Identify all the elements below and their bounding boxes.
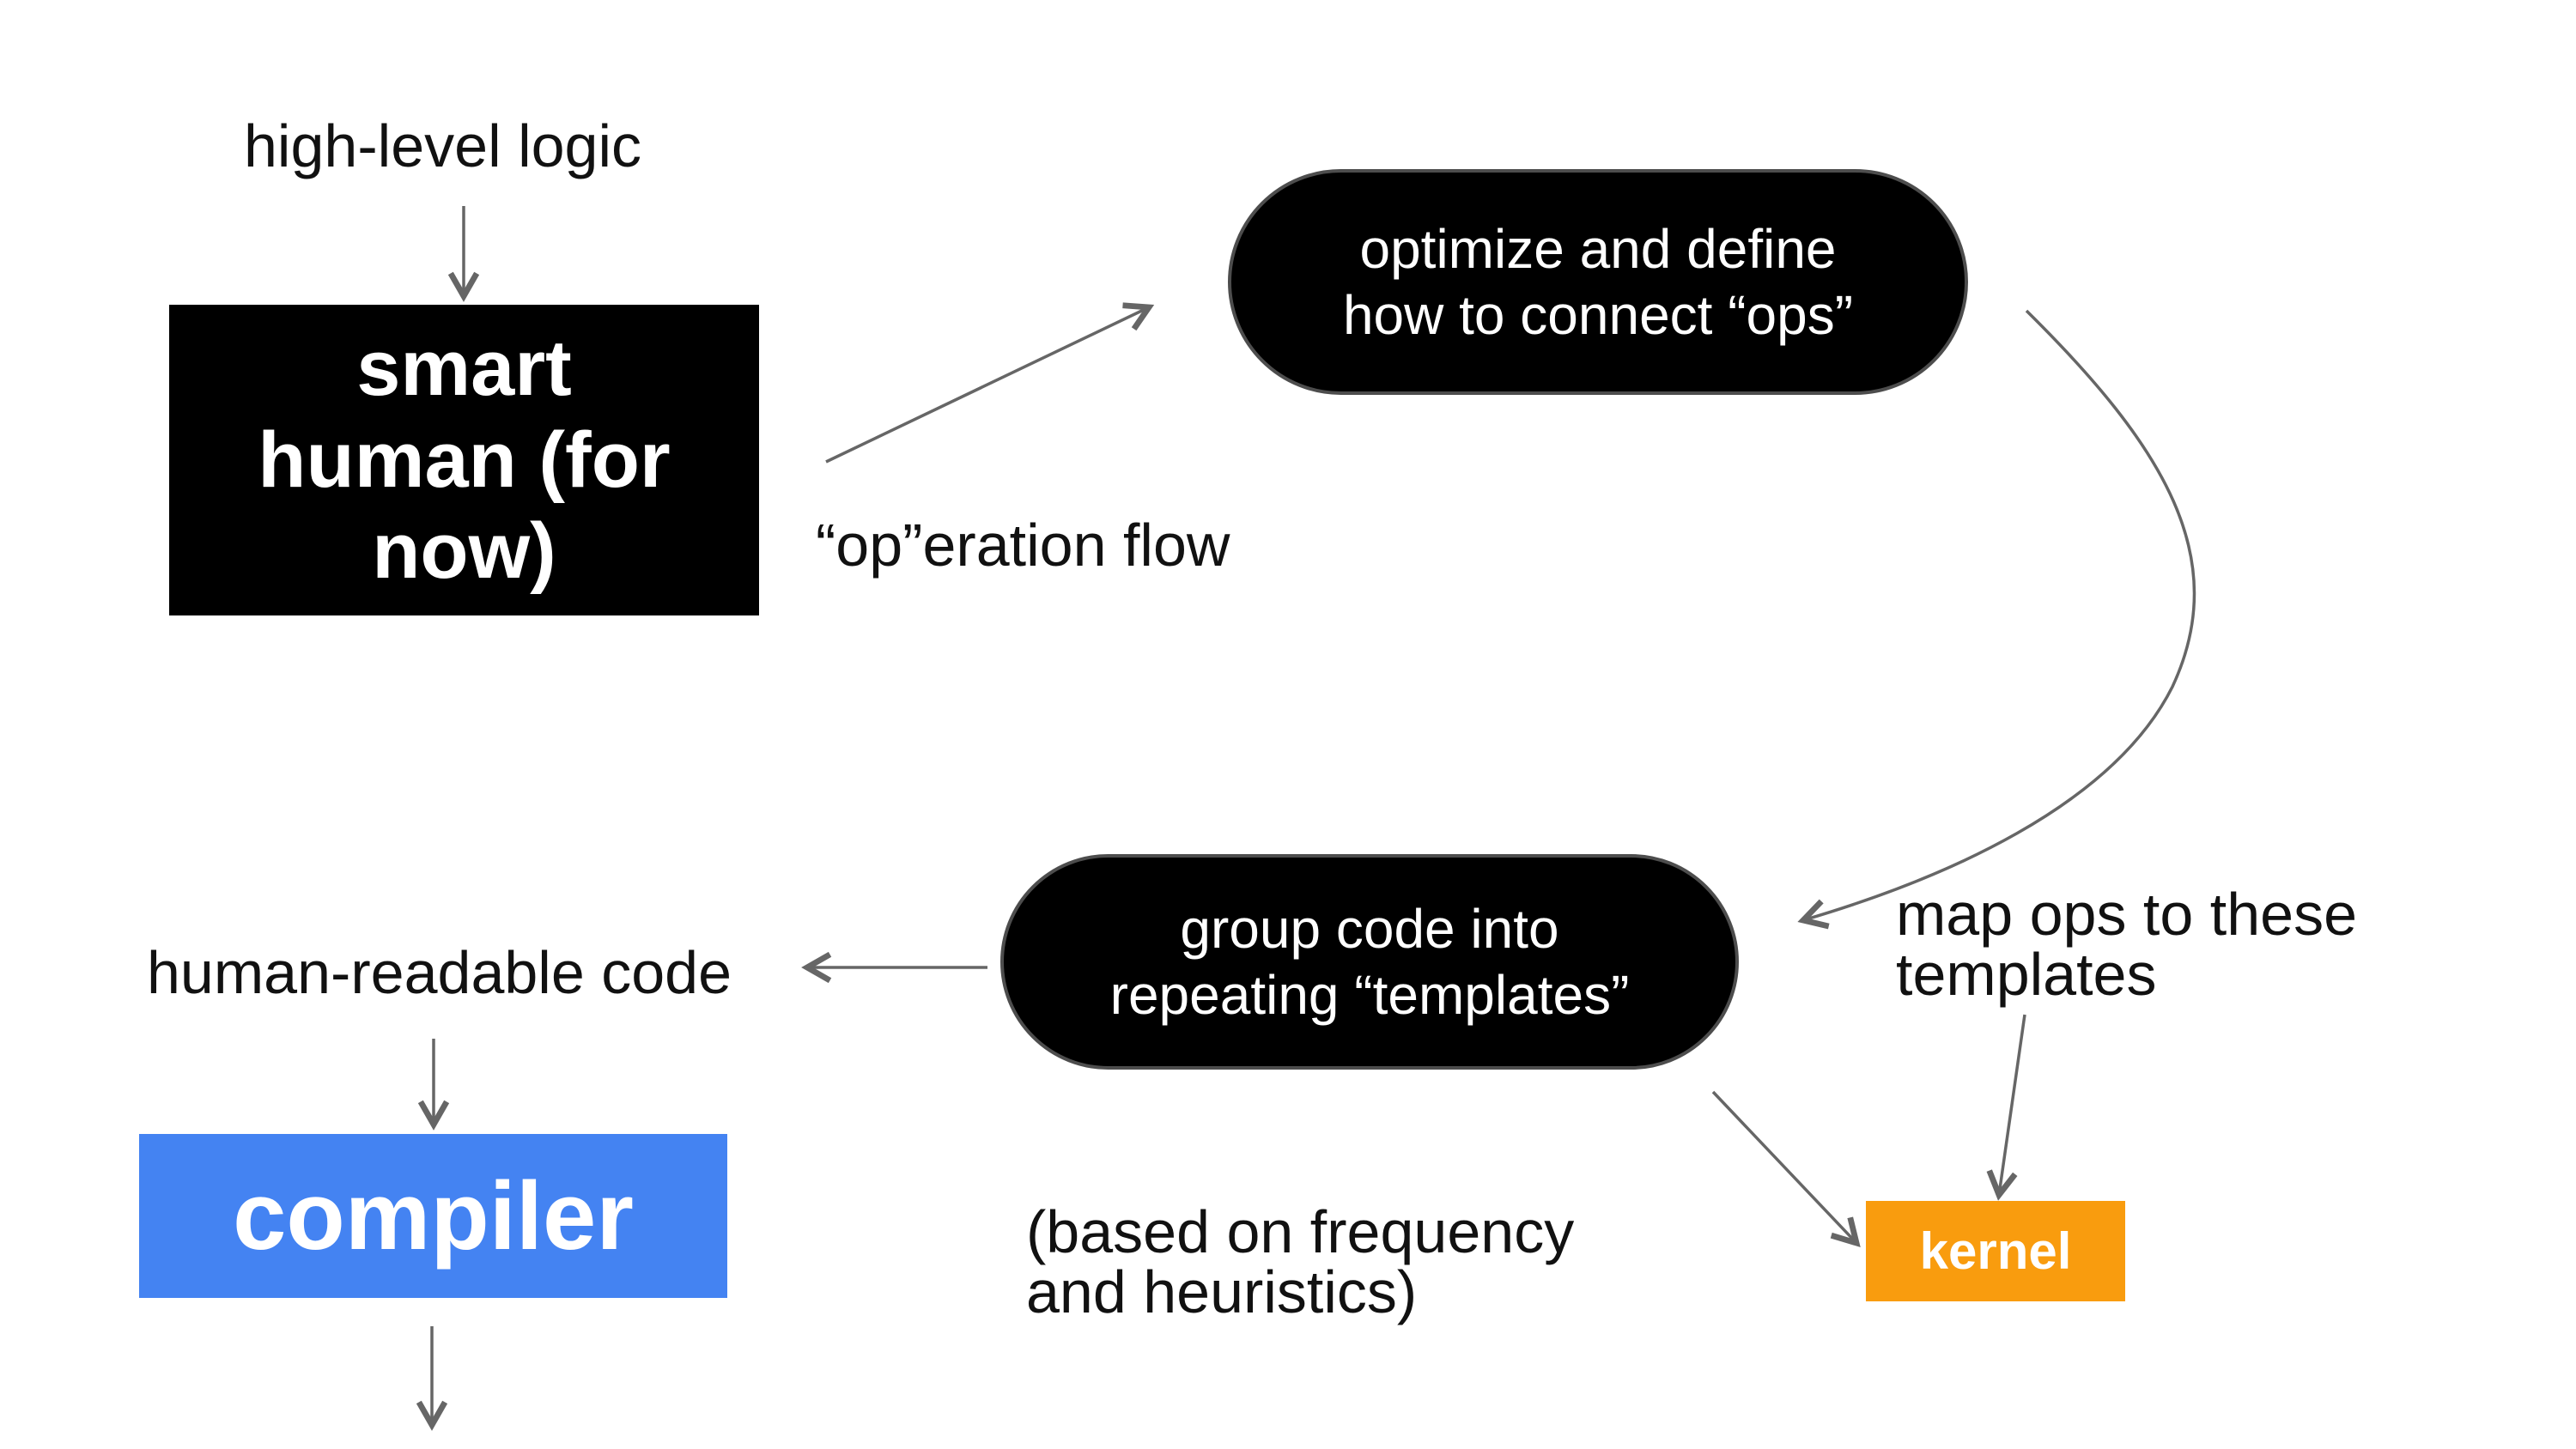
arrow-optimize-to-group-curve xyxy=(1797,309,2196,930)
arrow-mapops-to-kernel xyxy=(1986,1014,2026,1201)
label-map-ops-to-templates: map ops to these templates xyxy=(1896,881,2357,1008)
node-kernel: kernel xyxy=(1866,1201,2125,1301)
label-human-readable-code: human-readable code xyxy=(147,939,732,1006)
node-group-templates-pill: group code into repeating “templates” xyxy=(1000,854,1739,1070)
node-optimize-ops-pill: optimize and define how to connect “ops” xyxy=(1228,169,1968,395)
label-based-on-frequency: (based on frequency and heuristics) xyxy=(1026,1198,1575,1325)
node-smart-human: smart human (for now) xyxy=(169,305,759,615)
label-high-level-logic: high-level logic xyxy=(244,112,642,179)
arrow-group-to-kernel xyxy=(1711,1090,1861,1247)
arrow-human-to-optimize xyxy=(825,302,1155,464)
label-operation-flow: “op”eration flow xyxy=(816,512,1230,579)
node-compiler: compiler xyxy=(139,1134,727,1298)
